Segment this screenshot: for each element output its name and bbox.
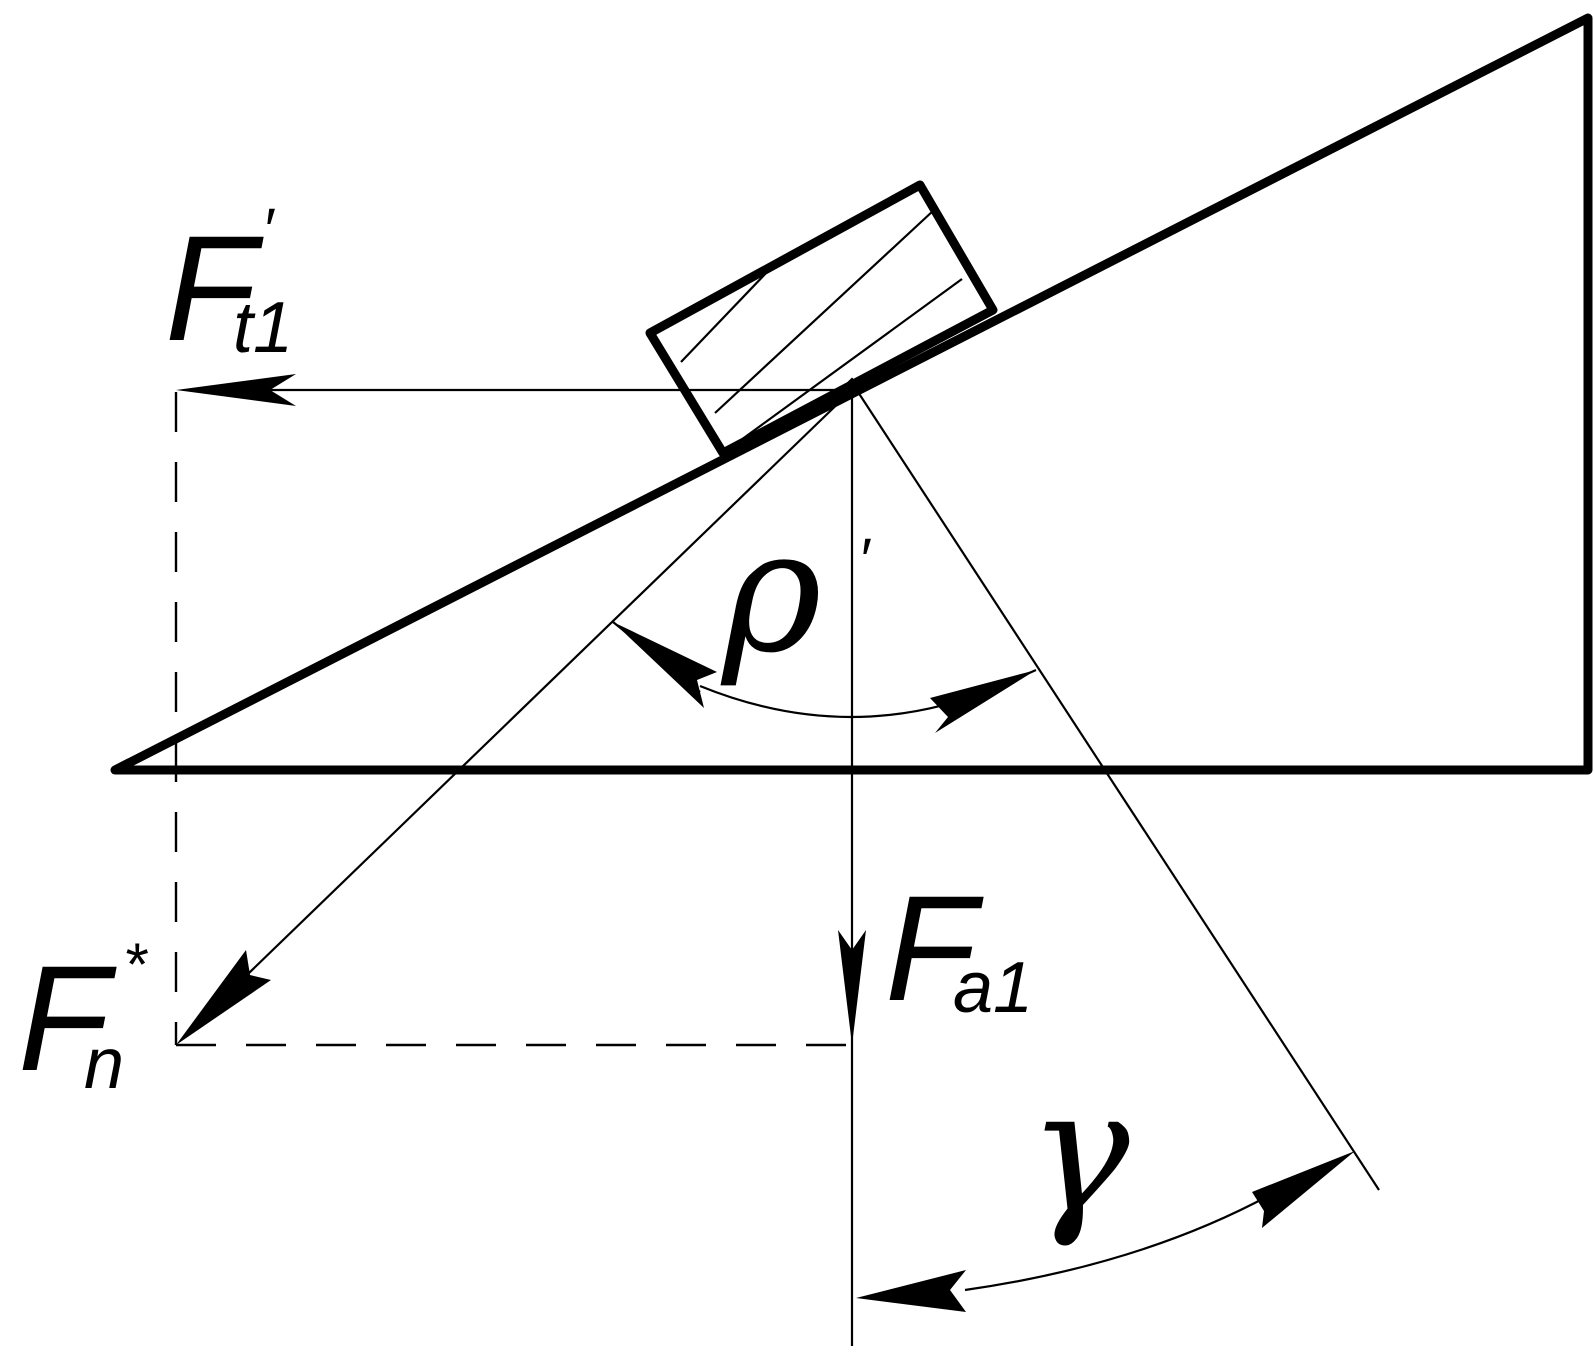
fa1-arrowhead	[838, 930, 866, 1045]
label-ft1-sup: ′	[262, 196, 275, 263]
label-fn-main: F	[18, 934, 117, 1102]
label-rho-sup: ′	[858, 526, 871, 593]
label-ft1-main: F	[165, 204, 264, 372]
ft1-arrow	[176, 374, 852, 406]
label-fa1-main: F	[885, 864, 984, 1032]
label-fa1-sub: a1	[953, 948, 1033, 1028]
label-fn-sup: *	[123, 931, 148, 998]
label-gamma-main: γ	[1028, 1053, 1130, 1251]
label-ft1-sub: t1	[233, 288, 293, 368]
label-fa1: F a1	[885, 864, 1033, 1032]
block-outline	[645, 180, 998, 458]
label-fn: F n *	[18, 931, 148, 1104]
label-ft1: F t1 ′	[165, 196, 293, 372]
label-fn-sub: n	[84, 1024, 124, 1104]
label-rho-main: ρ	[720, 493, 822, 691]
gamma-angle-arc	[856, 1151, 1355, 1312]
fn-arrow	[176, 389, 853, 1045]
resultant-line	[857, 391, 1380, 1191]
block-hatch	[680, 209, 963, 441]
rho-angle-arc	[613, 622, 1037, 733]
label-rho: ρ ′	[720, 493, 871, 691]
block	[645, 180, 998, 458]
label-gamma: γ	[1028, 1053, 1130, 1251]
